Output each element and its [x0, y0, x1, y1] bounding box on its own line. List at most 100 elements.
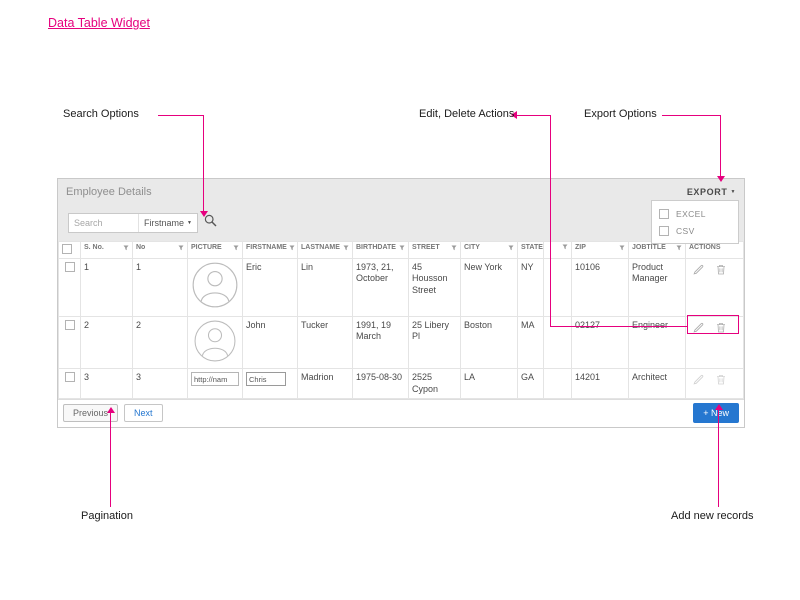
table-row: 3 3 Madrion 1975-08-30 2525 Cypon LA GA …: [58, 368, 744, 399]
cell-checkbox: [58, 315, 81, 370]
cell-no: 1: [132, 258, 188, 317]
cell-no: 2: [132, 315, 188, 370]
cell-firstname: Eric: [242, 258, 298, 317]
arrow-line: [550, 115, 551, 327]
row-checkbox[interactable]: [64, 320, 75, 330]
cell-street: 45 Housson Street: [408, 258, 461, 317]
filter-icon[interactable]: [399, 245, 405, 251]
column-header-birthdate: BIRTHDATE: [352, 241, 409, 259]
annotation-pagination: Pagination: [81, 510, 133, 522]
filter-icon[interactable]: [676, 245, 682, 251]
export-option-csv[interactable]: CSV: [659, 222, 731, 239]
column-header-jobtitle: JOBTITLE: [628, 241, 686, 259]
cell-city: New York: [460, 258, 518, 317]
filter-icon[interactable]: [178, 245, 184, 251]
annotation-edit-delete-actions: Edit, Delete Actions: [419, 108, 515, 120]
column-header-city: CITY: [460, 241, 518, 259]
widget-header: Employee Details EXPORT ▼: [58, 179, 744, 205]
arrowhead: [200, 211, 208, 217]
page-title-link[interactable]: Data Table Widget: [48, 16, 150, 30]
firstname-input[interactable]: [246, 372, 286, 387]
table-row: 1 1 Eric Lin 1973, 21, October 45 Housso…: [58, 258, 744, 317]
arrow-line: [517, 115, 551, 116]
csv-checkbox[interactable]: [659, 225, 669, 236]
arrowhead: [717, 176, 725, 182]
cell-state: MA: [517, 315, 544, 370]
picture-url-input[interactable]: [191, 372, 239, 387]
arrow-line: [662, 115, 721, 116]
cell-jobtitle: Architect: [628, 368, 686, 399]
arrow-line: [718, 410, 719, 507]
chevron-down-icon: ▼: [730, 189, 736, 195]
filter-icon[interactable]: [343, 245, 349, 251]
filter-icon[interactable]: [508, 245, 514, 251]
column-header-zip: ZIP: [571, 241, 629, 259]
cell-zip: 14201: [571, 368, 629, 399]
cell-firstname: John: [242, 315, 298, 370]
cell-actions: [685, 315, 744, 370]
avatar-icon: [192, 262, 238, 308]
annotation-add-new-records: Add new records: [671, 510, 754, 522]
cell-sno: 3: [80, 368, 133, 399]
cell-picture: [187, 315, 243, 370]
edit-icon[interactable]: [693, 264, 704, 278]
cell-street: 2525 Cypon: [408, 368, 461, 399]
cell-state: GA: [517, 368, 544, 399]
row-checkbox[interactable]: [64, 262, 75, 272]
csv-label: CSV: [676, 225, 695, 236]
annotation-export-options: Export Options: [584, 108, 657, 120]
filter-icon[interactable]: [619, 245, 625, 251]
chevron-down-icon: ▼: [187, 220, 192, 226]
cell-birthdate: 1973, 21, October: [352, 258, 409, 317]
delete-icon[interactable]: [716, 374, 726, 388]
filter-icon[interactable]: [562, 244, 568, 250]
cell-city: LA: [460, 368, 518, 399]
widget-title: Employee Details: [66, 186, 152, 198]
actions-highlight-box: [687, 315, 739, 334]
export-option-excel[interactable]: EXCEL: [659, 205, 731, 222]
cell-sno: 2: [80, 315, 133, 370]
search-box: Firstname ▼: [68, 213, 198, 233]
column-header-no: No: [132, 241, 188, 259]
add-new-button[interactable]: + New: [693, 403, 739, 424]
search-icon[interactable]: [204, 214, 217, 232]
arrowhead: [107, 407, 115, 413]
previous-button[interactable]: Previous: [63, 404, 119, 423]
edit-icon[interactable]: [693, 374, 704, 388]
next-button[interactable]: Next: [124, 404, 163, 423]
cell-zip: 02127: [571, 315, 629, 370]
delete-icon[interactable]: [716, 264, 726, 278]
excel-label: EXCEL: [676, 208, 706, 219]
export-dropdown-toggle[interactable]: EXPORT ▼: [687, 187, 736, 197]
table-row: 2 2 John Tucker 1991, 19 March 25 Libery…: [58, 315, 744, 370]
cell-checkbox: [58, 258, 81, 317]
arrow-line: [110, 413, 111, 507]
arrowhead: [715, 404, 723, 410]
filter-icon[interactable]: [123, 245, 129, 251]
excel-checkbox[interactable]: [659, 208, 669, 219]
cell-city: Boston: [460, 315, 518, 370]
cell-lastname: Madrion: [297, 368, 353, 399]
arrow-line: [720, 115, 721, 177]
cell-birthdate: 1991, 19 March: [352, 315, 409, 370]
edit-icon[interactable]: [693, 322, 704, 336]
cell-sno: 1: [80, 258, 133, 317]
row-checkbox[interactable]: [64, 372, 75, 383]
arrowhead: [511, 111, 517, 119]
filter-icon[interactable]: [233, 245, 239, 251]
search-input[interactable]: [69, 218, 139, 228]
column-header-state: STATE: [517, 241, 544, 259]
select-all-checkbox[interactable]: [62, 244, 72, 254]
delete-icon[interactable]: [716, 322, 726, 336]
search-field-selector[interactable]: Firstname ▼: [138, 214, 197, 232]
cell-jobtitle: Product Manager: [628, 258, 686, 317]
filter-icon[interactable]: [451, 245, 457, 251]
cell-jobtitle: Engineer: [628, 315, 686, 370]
cell-no: 3: [132, 368, 188, 399]
cell-checkbox: [58, 368, 81, 399]
filter-icon[interactable]: [289, 245, 295, 251]
header-checkbox-cell: [58, 241, 81, 259]
column-header-lastname: LASTNAME: [297, 241, 353, 259]
annotation-search-options: Search Options: [63, 108, 139, 120]
